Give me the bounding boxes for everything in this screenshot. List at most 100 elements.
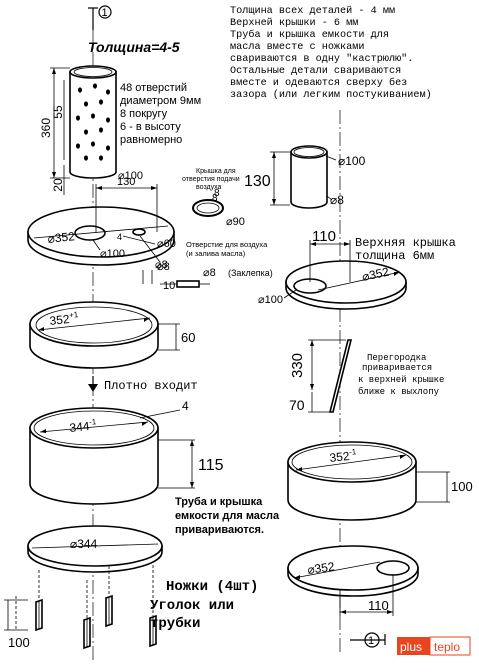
note-line-2: Верхней крышки - 6 мм bbox=[230, 17, 358, 29]
top-pipe-diameter-100: ⌀100 bbox=[338, 154, 366, 168]
ring-diameter-352: 352+1 bbox=[49, 310, 80, 328]
thickness-label: Толщина=4-5 bbox=[88, 39, 180, 55]
pipe-height-360: 360 bbox=[39, 118, 53, 138]
disk-hole-diameter-60: ⌀60 bbox=[157, 238, 176, 250]
pipe-note-2: диаметром 9мм bbox=[120, 95, 201, 107]
top-lid-diameter-352: ⌀352 bbox=[361, 265, 391, 284]
oil-tank-344: 344-1 4 115 bbox=[29, 399, 224, 505]
pipe-note-3: 8 покругу bbox=[120, 108, 168, 120]
welded-note-2: емкости для масла bbox=[175, 510, 280, 522]
top-lid-label-1: Верхняя крышка bbox=[355, 236, 456, 250]
leg-2 bbox=[105, 594, 113, 628]
pipe-bottom-20: 20 bbox=[51, 178, 65, 192]
disk-thickness-4: 4 bbox=[117, 232, 122, 242]
lid-diameter-344: ⌀344 bbox=[70, 537, 98, 551]
baffle-width-70: 70 bbox=[289, 397, 305, 413]
perforated-pipe bbox=[69, 65, 117, 179]
legs-note: Ножки (4шт) Уголок или трубки bbox=[150, 579, 258, 632]
pipe-hole-notes: 48 отверстий диаметром 9мм 8 покругу 6 -… bbox=[120, 82, 201, 146]
air-cover-title-3: воздуха bbox=[196, 184, 222, 191]
tank-height-115: 115 bbox=[198, 457, 224, 474]
baffle-height-330: 330 bbox=[289, 353, 306, 378]
top-lid-hole-100: ⌀100 bbox=[258, 294, 283, 306]
fits-tight-label: Плотно входит bbox=[104, 379, 198, 393]
air-cover-hole-8: 8 bbox=[212, 193, 218, 204]
air-cover-hole-8-alt: 8 bbox=[214, 188, 220, 199]
legs-note-1: Ножки (4шт) bbox=[166, 579, 258, 595]
section-marker-bottom: 1 bbox=[350, 632, 386, 648]
air-cover-title-1: Крышка для bbox=[196, 168, 236, 175]
note-line-5: свариваются в одну "кастрюлю". bbox=[230, 53, 413, 65]
pipe-holes bbox=[76, 83, 110, 161]
welded-note-3: привариваются. bbox=[175, 524, 264, 536]
top-pipe-thickness-8: ⌀8 bbox=[330, 193, 344, 207]
tank-wall-thickness-4: 4 bbox=[182, 399, 189, 413]
plug-label: (Заклепка) bbox=[228, 268, 273, 278]
leg-4 bbox=[149, 614, 157, 648]
disk-small-hole-8: ⌀8 bbox=[157, 261, 170, 273]
right-ring-diameter-352: 352-1 bbox=[329, 447, 358, 465]
brand-teplo-box bbox=[429, 636, 471, 656]
baffle-note-1: Перегородка bbox=[367, 353, 427, 363]
air-hole-note-2: (и залива масла) bbox=[186, 249, 246, 258]
section-marker-bottom-number: 1 bbox=[368, 635, 374, 647]
air-hole-cover-ring: Крышка для отверстия подачи воздуха ⌀90 … bbox=[182, 168, 245, 228]
tank-diameter-344: 344-1 bbox=[69, 417, 98, 435]
brand-plus-text: plus bbox=[400, 640, 422, 654]
lower-disk-with-holes: ⌀352 4 130 ⌀60 ⌀100 ⌀8 bbox=[27, 176, 176, 273]
brand-plus-box bbox=[397, 637, 430, 655]
tank-lid-344: ⌀344 bbox=[27, 525, 163, 573]
leg-1 bbox=[35, 598, 43, 632]
section-marker-number: 1 bbox=[102, 7, 108, 19]
baffle-note-2: приваривается bbox=[362, 363, 432, 373]
bottom-disk-diameter-352: ⌀352 bbox=[306, 559, 335, 577]
bottom-disk-offset-110: 110 bbox=[368, 598, 389, 613]
pipe-note-4: 6 - в высоту bbox=[120, 121, 181, 133]
disk-pipe-hole-diameter-100: ⌀100 bbox=[100, 248, 125, 260]
air-hole-note-1: Отверстие для воздуха bbox=[186, 240, 268, 249]
note-line-1: Толщина всех деталей - 4 мм bbox=[230, 5, 395, 17]
top-exhaust-pipe: ⌀100 130 ⌀8 bbox=[244, 145, 366, 209]
air-cover-diameter-90: ⌀90 bbox=[226, 216, 245, 228]
plug-rivet: ⌀8 10 ⌀8 (Заклепка) bbox=[142, 259, 273, 292]
top-lid-label-2: толщина 6мм bbox=[355, 249, 434, 263]
disk-diameter-352: ⌀352 bbox=[47, 229, 76, 246]
top-notes: Толщина всех деталей - 4 мм Верхней крыш… bbox=[230, 5, 432, 101]
brand-teplo-text: teplo bbox=[434, 640, 460, 654]
pipe-diameter-100: ⌀100 bbox=[118, 170, 143, 182]
note-line-8: зазора (или легким постукиванием) bbox=[230, 89, 432, 101]
right-bottom-disk: ⌀352 110 bbox=[287, 545, 419, 616]
ring-height-60: 60 bbox=[181, 330, 195, 345]
welded-note: Труба и крышка емкости для масла привари… bbox=[175, 496, 280, 536]
note-line-3: Труба и крышка емкости для bbox=[230, 28, 389, 41]
pipe-hole-spacing-55: 55 bbox=[51, 105, 65, 119]
note-line-6: Остальные детали свариваются bbox=[230, 66, 401, 77]
section-marker-top: 1 bbox=[88, 5, 112, 30]
pipe-dimensions: 360 55 20 ⌀100 bbox=[39, 67, 143, 195]
leg-3 bbox=[83, 616, 91, 650]
disk-hole-offset-130: 130 bbox=[117, 176, 135, 188]
baffle-plate: 330 70 Перегородка приваривается к верхн… bbox=[289, 339, 444, 413]
plug-length-10: 10 bbox=[163, 280, 175, 292]
air-hole-note: Отверстие для воздуха (и залива масла) bbox=[186, 240, 268, 258]
fits-tight-indicator: Плотно входит bbox=[88, 376, 198, 393]
top-pipe-height-130: 130 bbox=[244, 173, 271, 190]
air-cover-title-2: отверстия подачи bbox=[182, 176, 240, 183]
right-ring-height-100: 100 bbox=[451, 479, 473, 494]
pipe-note-5: равномерно bbox=[120, 134, 182, 146]
legs-height-100: 100 bbox=[8, 635, 30, 650]
top-lid-offset-110: 110 bbox=[312, 228, 336, 245]
legs-group: 100 bbox=[4, 565, 157, 650]
plug-diameter-8: ⌀8 bbox=[203, 267, 216, 279]
plug-top-8: ⌀8 bbox=[155, 259, 168, 271]
baffle-note-4: ближе к выхлопу bbox=[358, 387, 440, 397]
legs-note-3: трубки bbox=[150, 616, 200, 632]
brand-logo: plus teplo bbox=[397, 636, 471, 656]
legs-note-2: Уголок или bbox=[150, 598, 234, 614]
right-ring-352: 352-1 100 bbox=[287, 441, 473, 521]
outer-ring-352: 352+1 60 bbox=[29, 301, 195, 369]
note-line-4: масла вместе с ножками bbox=[230, 42, 365, 53]
top-lid: ⌀352 ⌀100 110 Верхняя крышка толщина 6мм bbox=[258, 228, 456, 310]
note-line-7: вместе и одеваются сверху без bbox=[230, 76, 407, 89]
